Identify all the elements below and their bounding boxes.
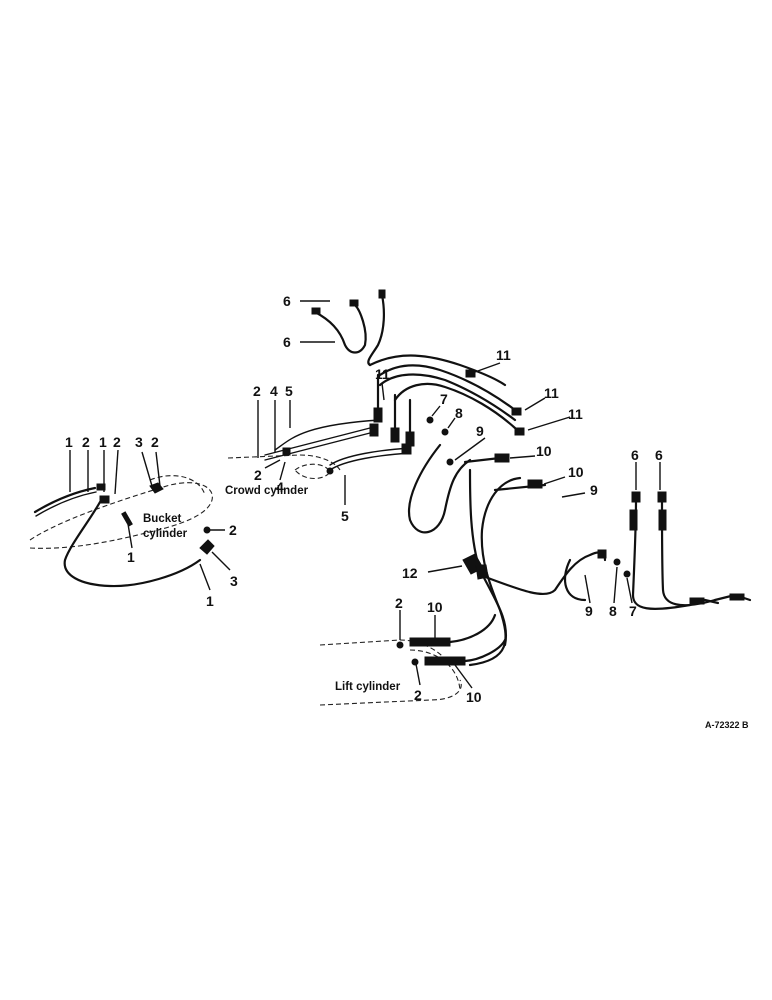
callout-11: 11: [568, 406, 583, 422]
callout-10: 10: [427, 599, 443, 615]
callout-11: 11: [544, 385, 559, 401]
upper-hose-bundle: [311, 289, 525, 447]
fitting: [631, 491, 641, 503]
fitting: [527, 479, 543, 489]
callout-10: 10: [466, 689, 482, 705]
callout-2: 2: [151, 434, 159, 450]
callout-8: 8: [455, 405, 463, 421]
callout-3: 3: [135, 434, 143, 450]
callout-6: 6: [655, 447, 663, 463]
callout-2: 2: [113, 434, 121, 450]
callout-7: 7: [440, 391, 448, 407]
junction-block: [475, 564, 489, 580]
drawing-reference-number: A-72322 B: [705, 720, 749, 730]
callout-4: 4: [270, 383, 278, 399]
callout-1: 1: [206, 593, 214, 609]
callout-3: 3: [230, 573, 238, 589]
right-hose-bundle: [629, 491, 752, 610]
callout-6: 6: [631, 447, 639, 463]
o-ring: [426, 416, 434, 424]
bucket-cylinder-label: Bucket: [143, 513, 182, 525]
fitting: [629, 509, 638, 531]
callout-12: 12: [402, 565, 418, 581]
fitting: [658, 509, 667, 531]
callout-2: 2: [414, 687, 422, 703]
crowd-cylinder-label: Crowd cylinder: [225, 485, 309, 497]
fitting: [121, 511, 133, 527]
o-ring: [396, 641, 404, 649]
callout-5: 5: [341, 508, 349, 524]
callout-10: 10: [536, 443, 552, 459]
fitting: [657, 491, 667, 503]
callout-2: 2: [82, 434, 90, 450]
fitting: [465, 369, 476, 378]
fitting: [729, 593, 745, 601]
leader-lines: [69, 300, 661, 689]
callout-5: 5: [285, 383, 293, 399]
callout-8: 8: [609, 603, 617, 619]
fitting: [96, 483, 106, 491]
callout-6: 6: [283, 293, 291, 309]
callout-6: 6: [283, 334, 291, 350]
callout-9: 9: [590, 482, 598, 498]
fitting: [689, 597, 705, 605]
hose-10-upper: [409, 637, 451, 647]
callout-2: 2: [395, 595, 403, 611]
o-ring: [411, 658, 419, 666]
callout-1: 1: [65, 434, 73, 450]
callout-9: 9: [476, 423, 484, 439]
callout-1: 1: [127, 549, 135, 565]
elbow-fitting: [199, 539, 215, 555]
fitting: [511, 407, 522, 416]
hose-10-lower: [424, 656, 466, 666]
middle-hose-bundle: [407, 443, 631, 667]
fitting: [597, 549, 607, 559]
fitting: [349, 299, 359, 307]
callout-9: 9: [585, 603, 593, 619]
fitting: [514, 427, 525, 436]
crowd-cylinder-assembly: Crowd cylinder: [225, 419, 412, 497]
callout-numbers: 1 2 1 2 3 2 1 2 3 1 2 4 5 2 4 5 6 6 11 1…: [65, 293, 663, 705]
callout-2: 2: [229, 522, 237, 538]
fitting: [282, 447, 291, 456]
o-ring: [441, 428, 449, 436]
o-ring: [326, 467, 334, 475]
callout-4: 4: [276, 479, 284, 495]
callout-11: 11: [496, 347, 511, 363]
fitting: [494, 453, 510, 463]
bucket-cylinder-assembly: Bucket cylinder: [29, 475, 215, 588]
callout-10: 10: [568, 464, 584, 480]
callout-7: 7: [629, 603, 637, 619]
callout-2: 2: [253, 383, 261, 399]
fitting: [369, 423, 379, 437]
bucket-cylinder-label-2: cylinder: [143, 528, 188, 540]
callout-2: 2: [254, 467, 262, 483]
fitting: [390, 427, 400, 443]
fitting: [99, 495, 110, 504]
fitting: [373, 407, 383, 423]
fitting: [405, 431, 415, 447]
lift-cylinder-label: Lift cylinder: [335, 681, 401, 693]
fitting: [378, 289, 386, 299]
o-ring: [623, 570, 631, 578]
fitting: [311, 307, 321, 315]
callout-11: 11: [375, 366, 390, 382]
callout-1: 1: [99, 434, 107, 450]
o-ring: [446, 458, 454, 466]
o-ring: [613, 558, 621, 566]
